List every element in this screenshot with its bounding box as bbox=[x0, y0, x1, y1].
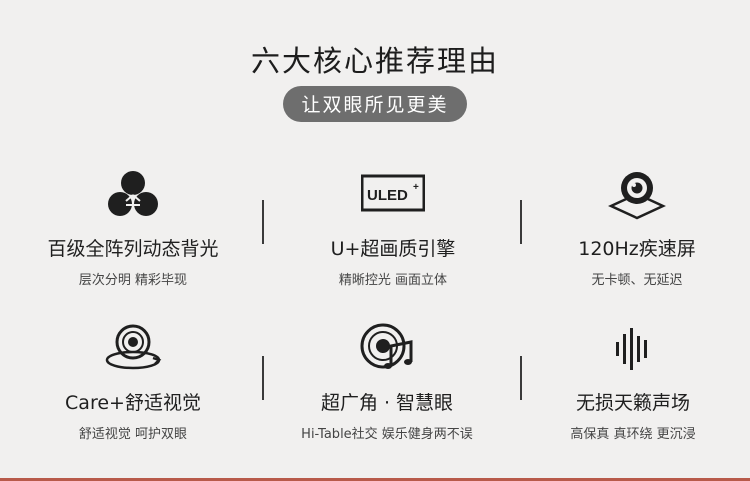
feature-sub: 层次分明 精彩毕现 bbox=[78, 273, 188, 288]
feature-sub: 精晰控光 画面立体 bbox=[338, 273, 448, 288]
feature-name: 百级全阵列动态背光 bbox=[47, 238, 219, 260]
divider bbox=[520, 356, 522, 400]
divider bbox=[520, 200, 522, 244]
accent-bar bbox=[0, 478, 750, 481]
refresh-rate-icon bbox=[608, 172, 666, 220]
feature-sound: 无损天籁声场 高保真 真环绕 更沉浸 bbox=[508, 322, 750, 442]
page-title: 六大核心推荐理由 bbox=[250, 44, 499, 78]
feature-sub: 无卡顿、无延迟 bbox=[591, 273, 683, 288]
feature-name: 120Hz疾速屏 bbox=[578, 238, 696, 260]
subtitle-wrap: 让双眼所见更美 bbox=[0, 86, 750, 122]
svg-text:ULED: ULED bbox=[367, 187, 408, 204]
divider bbox=[262, 200, 264, 244]
feature-camera: 超广角 · 智慧眼 Hi-Table社交 娱乐健身两不误 bbox=[262, 322, 512, 442]
feature-name: 超广角 · 智慧眼 bbox=[320, 392, 454, 414]
divider bbox=[262, 356, 264, 400]
feature-eyecare: Care+舒适视觉 舒适视觉 呵护双眼 bbox=[8, 322, 258, 442]
feature-name: 无损天籁声场 bbox=[575, 392, 690, 414]
feature-engine: ULED + U+超画质引擎 精晰控光 画面立体 bbox=[268, 168, 518, 288]
feature-sub: 舒适视觉 呵护双眼 bbox=[78, 427, 188, 442]
uled-logo-icon: ULED + bbox=[361, 174, 425, 212]
feature-refresh: 120Hz疾速屏 无卡顿、无延迟 bbox=[512, 168, 750, 288]
backlight-circles-icon bbox=[108, 171, 158, 216]
sound-wave-icon bbox=[616, 328, 647, 370]
eye-care-icon bbox=[105, 324, 162, 370]
feature-name: U+超画质引擎 bbox=[330, 238, 456, 260]
feature-sub: Hi-Table社交 娱乐健身两不误 bbox=[301, 427, 473, 442]
subtitle-pill: 让双眼所见更美 bbox=[283, 86, 467, 122]
feature-backlight: 百级全阵列动态背光 层次分明 精彩毕现 bbox=[8, 168, 258, 288]
svg-text:+: + bbox=[413, 182, 419, 193]
speaker-music-icon bbox=[360, 323, 413, 369]
feature-sub: 高保真 真环绕 更沉浸 bbox=[570, 427, 696, 442]
feature-name: Care+舒适视觉 bbox=[65, 392, 201, 414]
